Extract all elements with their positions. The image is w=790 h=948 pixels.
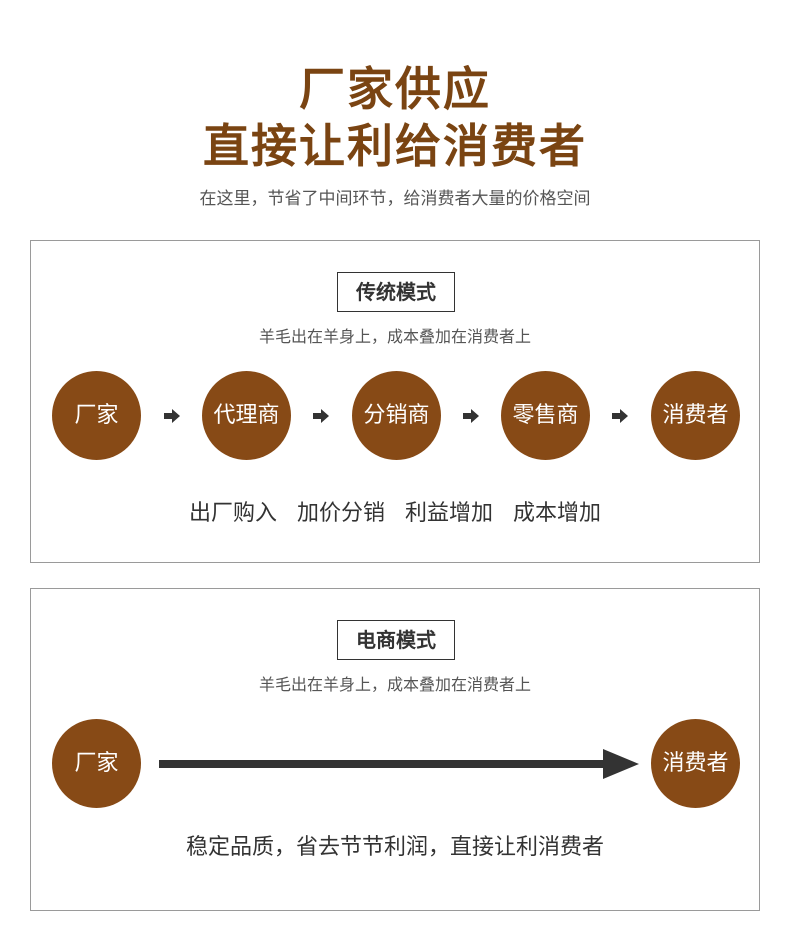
node-factory: 厂家 — [52, 371, 141, 460]
right-arrow-icon — [313, 409, 329, 423]
node-consumer: 消费者 — [651, 371, 740, 460]
right-arrow-icon — [463, 409, 479, 423]
right-arrow-icon — [612, 409, 628, 423]
traditional-mode-panel: 传统模式 羊毛出在羊身上，成本叠加在消费者上 厂家 代理商 分销商 零售商 消费… — [30, 240, 760, 563]
node-agent: 代理商 — [202, 371, 291, 460]
ecommerce-mode-label: 电商模式 — [337, 620, 455, 660]
title-line-1: 厂家供应 — [299, 62, 491, 116]
step-label: 利益增加 — [405, 501, 494, 526]
node-retailer: 零售商 — [501, 371, 590, 460]
step-label: 出厂购入 — [188, 501, 277, 526]
traditional-mode-caption: 羊毛出在羊身上，成本叠加在消费者上 — [258, 327, 531, 346]
node-distributor: 分销商 — [352, 371, 441, 460]
node-consumer: 消费者 — [651, 719, 740, 808]
node-factory: 厂家 — [52, 719, 141, 808]
ecommerce-mode-caption: 羊毛出在羊身上，成本叠加在消费者上 — [258, 675, 531, 694]
ecommerce-footer: 稳定品质，省去节节利润，直接让利消费者 — [185, 835, 604, 860]
title-line-2: 直接让利给消费者 — [203, 119, 587, 173]
traditional-steps: 出厂购入加价分销利益增加成本增加 — [31, 503, 759, 525]
long-right-arrow-icon — [159, 749, 639, 779]
page-subtitle: 在这里，节省了中间环节，给消费者大量的价格空间 — [199, 189, 591, 209]
ecommerce-mode-panel: 电商模式 羊毛出在羊身上，成本叠加在消费者上 厂家 消费者 稳定品质，省去节节利… — [30, 588, 760, 911]
step-label: 成本增加 — [513, 501, 602, 526]
traditional-mode-label: 传统模式 — [337, 272, 455, 312]
step-label: 加价分销 — [296, 501, 385, 526]
right-arrow-icon — [164, 409, 180, 423]
